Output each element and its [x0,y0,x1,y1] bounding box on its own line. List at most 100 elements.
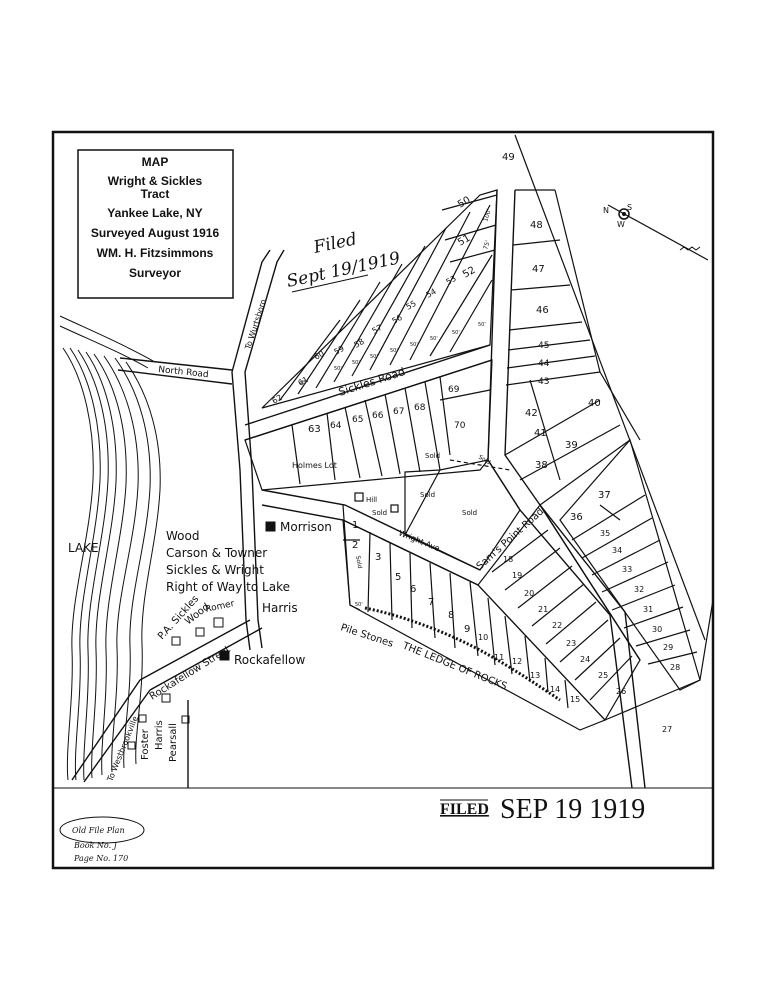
owner-morrison: Morrison [280,520,332,534]
lot-number: 18 [503,555,513,564]
house-icon-d [127,741,136,750]
lot-number: 31 [643,605,653,614]
lot-number: 54 [425,287,438,300]
lot-number: 32 [634,585,644,594]
filed-stamp-word: FILED [440,801,489,818]
sams-point-east-lots [559,438,701,691]
dimension-mark: 75' [482,239,492,250]
title-line-6: WM. H. Fitzsimmons [97,246,214,260]
lot-number: 66 [372,411,384,421]
south-boundary [604,599,714,721]
dimension-mark: 50' [410,342,418,348]
lot-number: 62 [271,393,284,406]
lot-number: 47 [532,264,545,275]
lot-number: 37 [598,490,611,501]
lot-number: 57 [371,323,384,336]
lot-number: 67 [393,407,404,417]
compass-n: N [603,206,609,215]
filed-stamp: FILED SEP 19 1919 [440,794,645,825]
lot-number: 39 [565,440,578,451]
dimension-marks: 100' 75' 50' 50' 50' 50' 50' 50' 50' 50'… [300,208,493,608]
owner-sickles-wright: Sickles & Wright [166,563,264,577]
lot-number: 52 [461,265,478,281]
lake-label: LAKE [68,541,99,555]
owner-pearsall: Pearsall [168,723,179,762]
lot-number: 27 [662,725,672,734]
title-box: MAP Wright & Sickles Tract Yankee Lake, … [77,149,234,299]
lot-number: 33 [622,565,632,574]
lot-number: 14 [550,685,560,694]
lot-number: 48 [530,220,543,231]
lot-number: 7 [428,597,434,608]
lot-number: 65 [352,415,363,425]
old-file-plan-stamp: Old File Plan Book No. J Page No. 170 [59,816,145,863]
lot-number: 63 [308,424,321,435]
lot-number: 12 [512,657,522,666]
lot-number: 29 [663,643,673,652]
map-border [51,130,715,870]
title-line-5: Surveyed August 1916 [91,226,220,240]
dimension-mark: 50' [430,336,438,342]
lot-number: 59 [333,344,346,357]
lot-number: 42 [525,408,538,419]
wood-building-icon [195,627,205,637]
lot-number: 58 [353,337,366,350]
handwritten-filed-date: Sept 19/1919 [285,248,402,292]
lot-number: 49 [502,152,515,163]
ledge-of-rocks-label: THE LEDGE OF ROCKS [400,640,508,692]
lot-number: 45 [538,341,549,351]
lot-number: 60 [313,349,326,362]
lot-number: 41 [534,428,547,439]
lot-number: 19 [512,571,522,580]
lot-number: 70 [454,421,466,431]
lot-number: 23 [566,639,576,648]
lot-number: 61 [297,375,310,388]
lot-number: 24 [580,655,590,664]
lot-number: 50 [456,195,473,211]
ledge-lots [342,519,607,731]
rockafellow-building-icon [219,650,230,661]
owner-harris-2: Harris [154,720,165,750]
dimension-mark: 50' [334,366,342,372]
south-central-lots [477,503,641,721]
lot-number: 69 [448,385,460,395]
owner-hill: Hill [366,496,377,504]
east-boundary [514,134,706,641]
lot-number: 34 [612,546,622,555]
building-markers [127,521,276,750]
book-number-label: Book No. J [73,841,118,850]
morrison-building-icon [265,521,276,532]
lot-number: 9 [464,624,470,635]
sold-mark: Sold [354,555,363,569]
title-line-7: Surveyor [129,266,181,280]
lot-number: 20 [524,589,534,598]
title-line-3: Tract [141,187,170,201]
owner-carson-towner: Carson & Towner [166,546,267,560]
lot-number: 46 [536,305,549,316]
compass-s: S [627,203,632,212]
dimension-mark: 50' [390,348,398,354]
lot-number: 35 [600,529,610,538]
sold-mark: Sold [462,509,477,517]
filed-stamp-date: SEP 19 1919 [500,794,645,825]
sold-mark: Sold [372,509,387,517]
old-file-plan-label: Old File Plan [72,826,125,835]
dimension-mark: 50' [355,602,363,608]
house-icon-c [138,714,147,723]
lot-number: 8 [448,610,454,621]
lot-number: 53 [445,274,458,287]
sickles-building-icon [171,636,181,646]
handwritten-filed-note: Filed Sept 19/1919 [285,229,402,293]
north-block-lots [261,189,498,409]
handwritten-filed: Filed [311,229,359,258]
sold-mark: Sold [420,491,435,499]
lot-number: 2 [352,540,358,551]
lot-number: 28 [670,663,680,672]
right-of-way-label: Right of Way to Lake [166,580,290,594]
sickles-road-label: Sickles Road [337,365,407,399]
owner-wood: Wood [166,529,199,543]
west-small-lots [342,492,399,611]
owner-foster: Foster [140,728,151,760]
middle-block-lots [244,359,493,491]
